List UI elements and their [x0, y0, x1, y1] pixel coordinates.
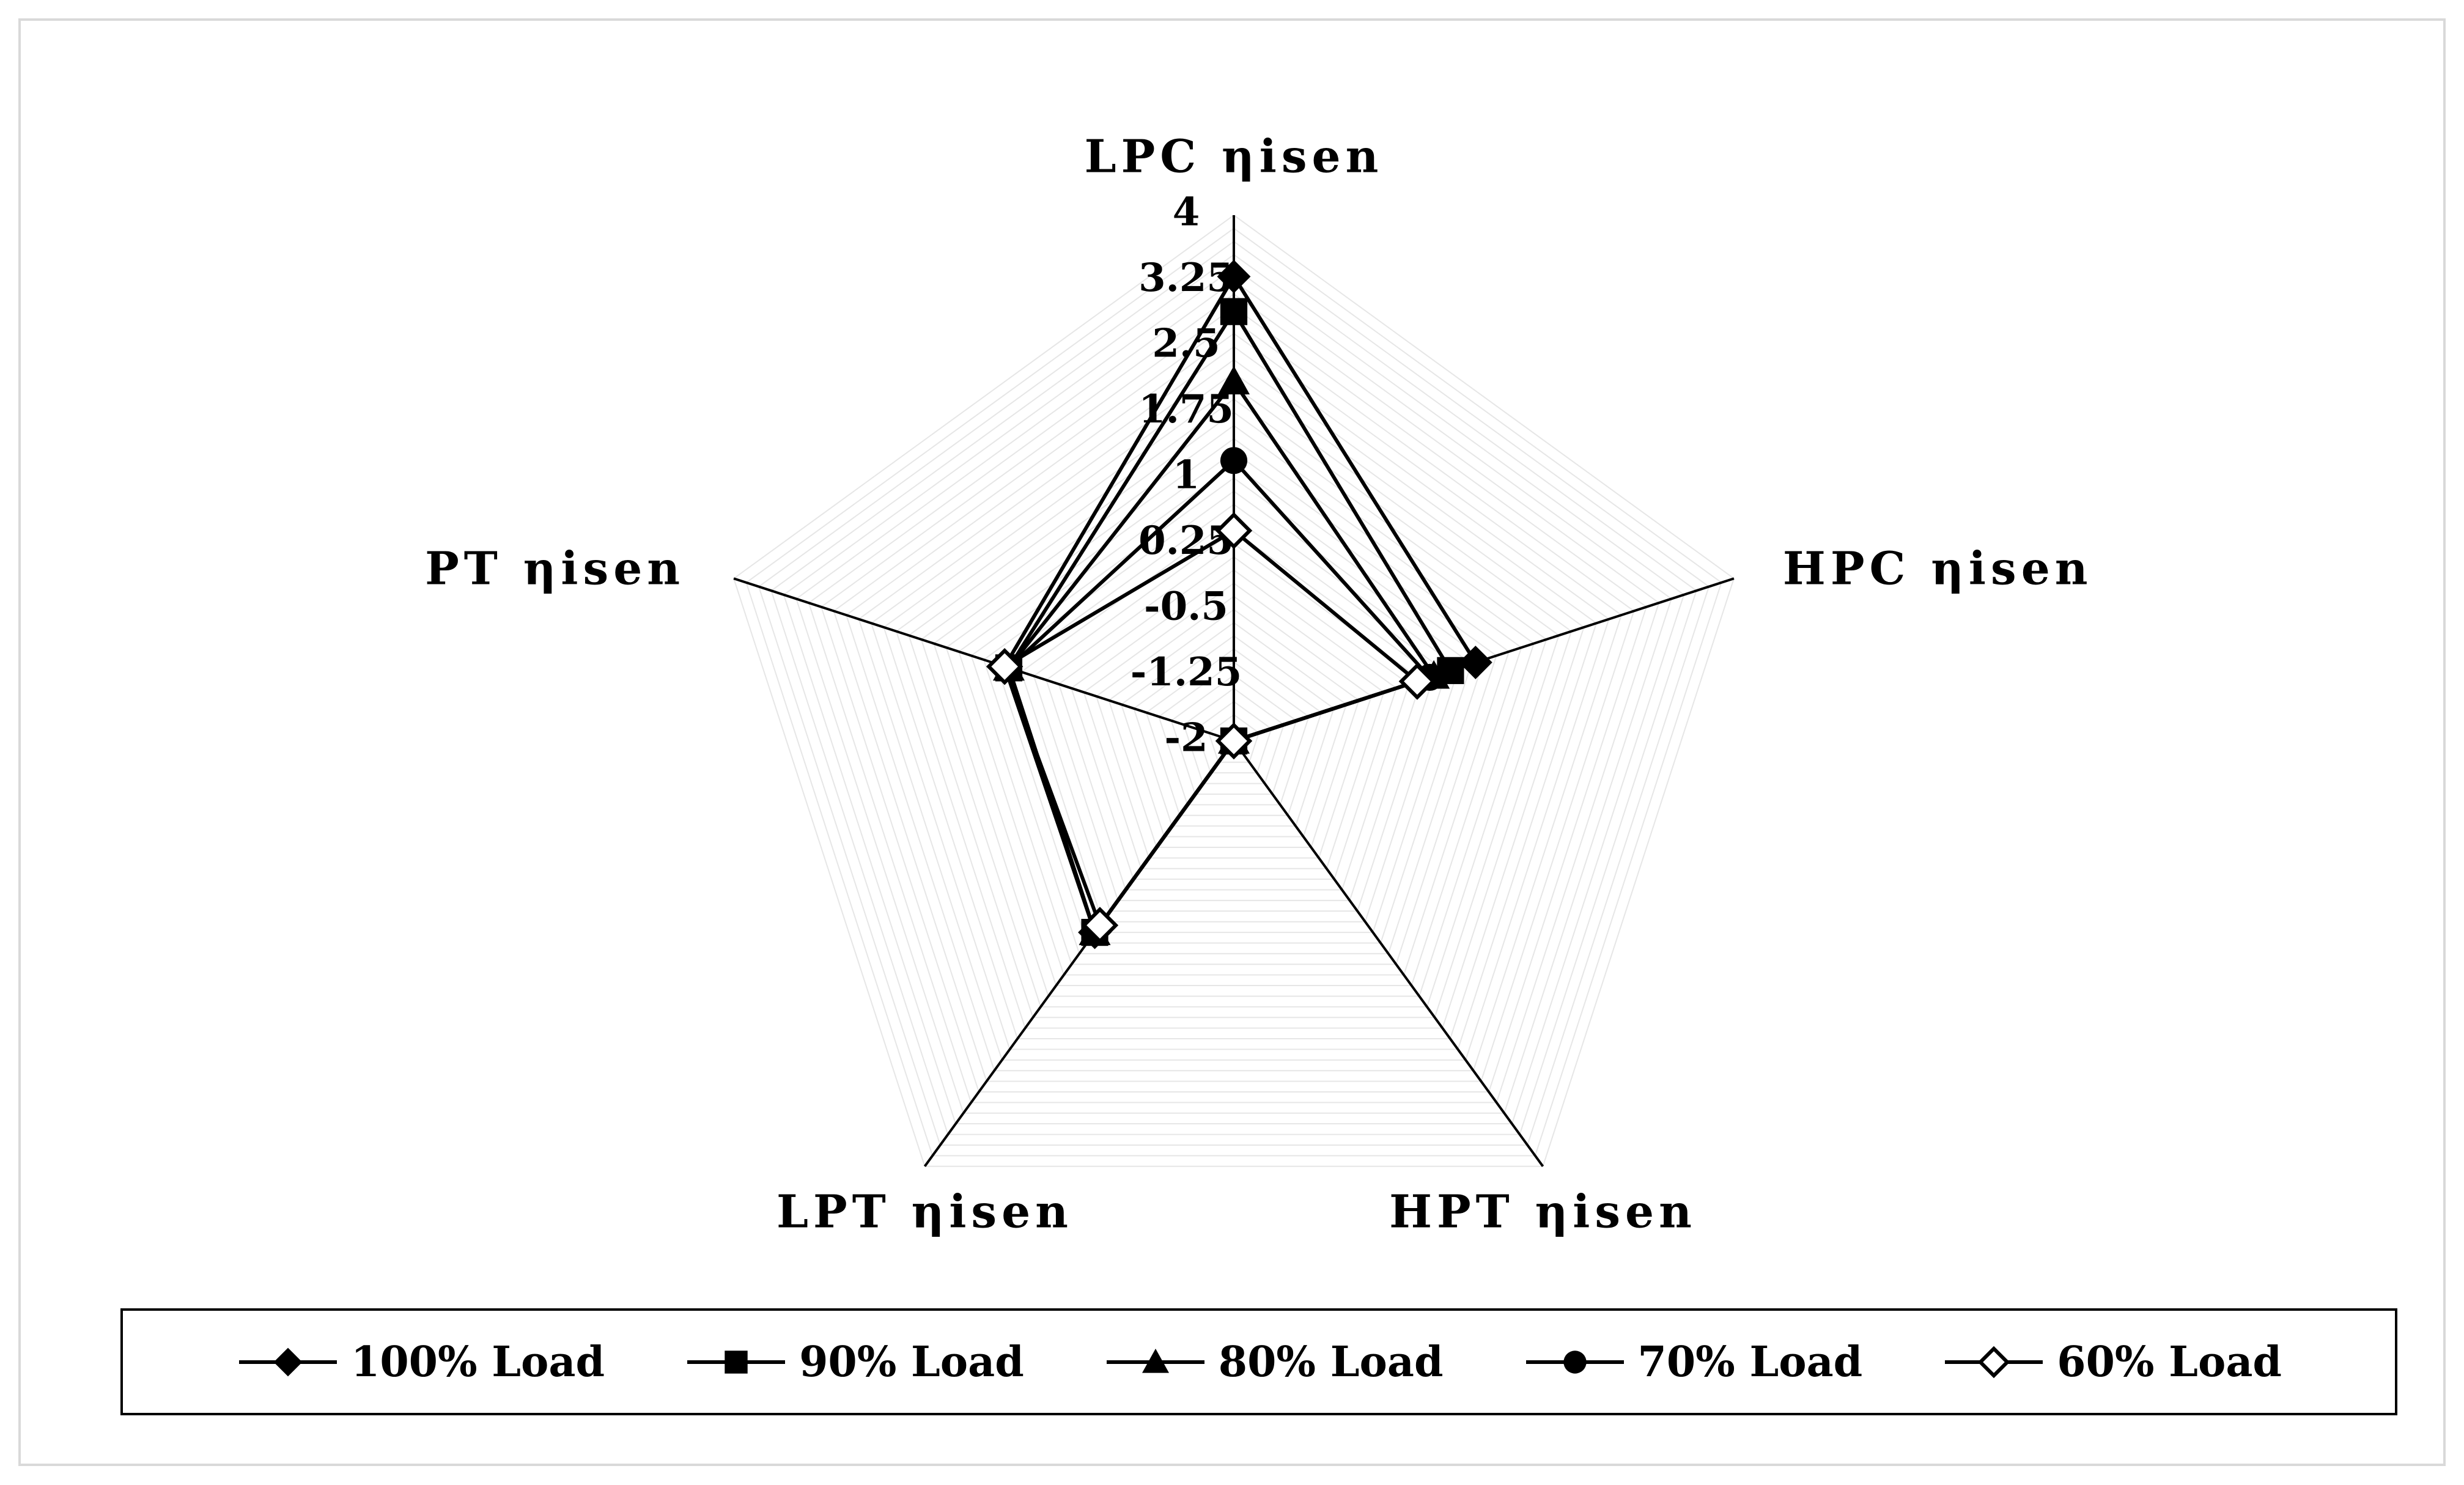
grid-ring	[1170, 674, 1297, 795]
grid-ring	[1145, 648, 1322, 816]
grid-ring	[1020, 517, 1447, 923]
grid-ring	[1195, 701, 1272, 774]
data-point	[1563, 1350, 1587, 1374]
grid-ring	[1158, 661, 1310, 806]
data-point	[1142, 1348, 1169, 1373]
tick-label: 4	[1173, 190, 1200, 235]
grid-ring	[1108, 608, 1360, 848]
grid-ring	[1133, 635, 1335, 827]
data-point	[986, 647, 1024, 685]
legend-item: 80% Load	[1104, 1338, 1444, 1387]
series-line	[1003, 529, 1419, 927]
axis-label: HPC ηisen	[1783, 543, 2093, 595]
legend-label: 90% Load	[799, 1337, 1024, 1387]
grid-ring	[1208, 713, 1260, 763]
grid-ring	[845, 333, 1623, 1072]
legend-label: 80% Load	[1218, 1337, 1444, 1387]
grid-ring	[1071, 569, 1397, 880]
tick-label: -1.25	[1131, 649, 1242, 695]
data-point	[1218, 366, 1250, 395]
axis-label: PT ηisen	[425, 543, 685, 595]
legend-item: 90% Load	[684, 1338, 1024, 1387]
grid-ring	[1058, 556, 1410, 891]
data-point	[1220, 447, 1248, 474]
legend-marker-icon	[1106, 1348, 1204, 1373]
tick-label: 3.25	[1138, 255, 1234, 301]
radar-series	[986, 259, 1492, 949]
data-point	[1215, 722, 1253, 760]
data-point	[1978, 1346, 2010, 1378]
grid-ring	[870, 359, 1598, 1050]
legend-marker-icon	[687, 1350, 786, 1374]
grid-ring	[1095, 595, 1373, 859]
legend-marker-icon	[1525, 1350, 1624, 1374]
legend-marker-icon	[239, 1347, 338, 1376]
legend-label: 60% Load	[2057, 1337, 2282, 1387]
axis-label: HPT ηisen	[1389, 1185, 1697, 1238]
data-point	[1081, 907, 1119, 944]
grid-ring	[1120, 622, 1348, 838]
grid-ring	[883, 372, 1585, 1040]
grid-ring	[745, 227, 1722, 1157]
grid-ring	[770, 254, 1697, 1135]
data-point	[725, 1350, 748, 1374]
grid-ring	[758, 240, 1710, 1146]
grid-ring	[1183, 687, 1285, 784]
grid-ring	[858, 345, 1610, 1061]
tick-label: 1	[1173, 452, 1200, 498]
data-point	[1398, 663, 1436, 700]
grid-ring	[808, 293, 1660, 1104]
grid-ring	[957, 451, 1510, 976]
grid-ring	[821, 306, 1647, 1093]
grid-ring	[945, 438, 1522, 987]
legend-label: 100% Load	[351, 1337, 605, 1387]
legend-item: 70% Load	[1523, 1337, 1863, 1387]
series	[986, 512, 1436, 944]
tick-label: -2	[1164, 715, 1208, 761]
legend-item: 60% Load	[1942, 1338, 2282, 1387]
data-point	[1220, 298, 1248, 325]
data-point	[1217, 259, 1251, 293]
grid-ring	[908, 398, 1560, 1019]
legend: 100% Load 90% Load 80% Load 70% Load 60% Loa…	[120, 1308, 2397, 1415]
data-point	[1215, 512, 1253, 550]
axis-label: LPC ηisen	[1085, 131, 1384, 183]
legend-item: 100% Load	[236, 1338, 605, 1387]
grid-ring	[783, 267, 1685, 1125]
grid-ring	[833, 319, 1635, 1082]
grid-ring	[1033, 529, 1435, 912]
grid-ring	[1083, 582, 1385, 869]
legend-marker-icon	[1945, 1346, 2043, 1378]
axis-label: LPT ηisen	[776, 1185, 1073, 1238]
data-point	[273, 1347, 303, 1376]
grid-ring	[895, 385, 1573, 1029]
grid-ring	[732, 214, 1735, 1167]
axis-spoke	[1233, 740, 1544, 1167]
tick-label: -0.5	[1144, 584, 1228, 630]
grid-ring	[933, 424, 1535, 997]
axis-spoke	[733, 577, 1234, 742]
data-point	[1458, 646, 1492, 679]
legend-label: 70% Load	[1637, 1337, 1863, 1387]
grid-ring	[795, 280, 1672, 1114]
grid-ring	[920, 411, 1547, 1008]
